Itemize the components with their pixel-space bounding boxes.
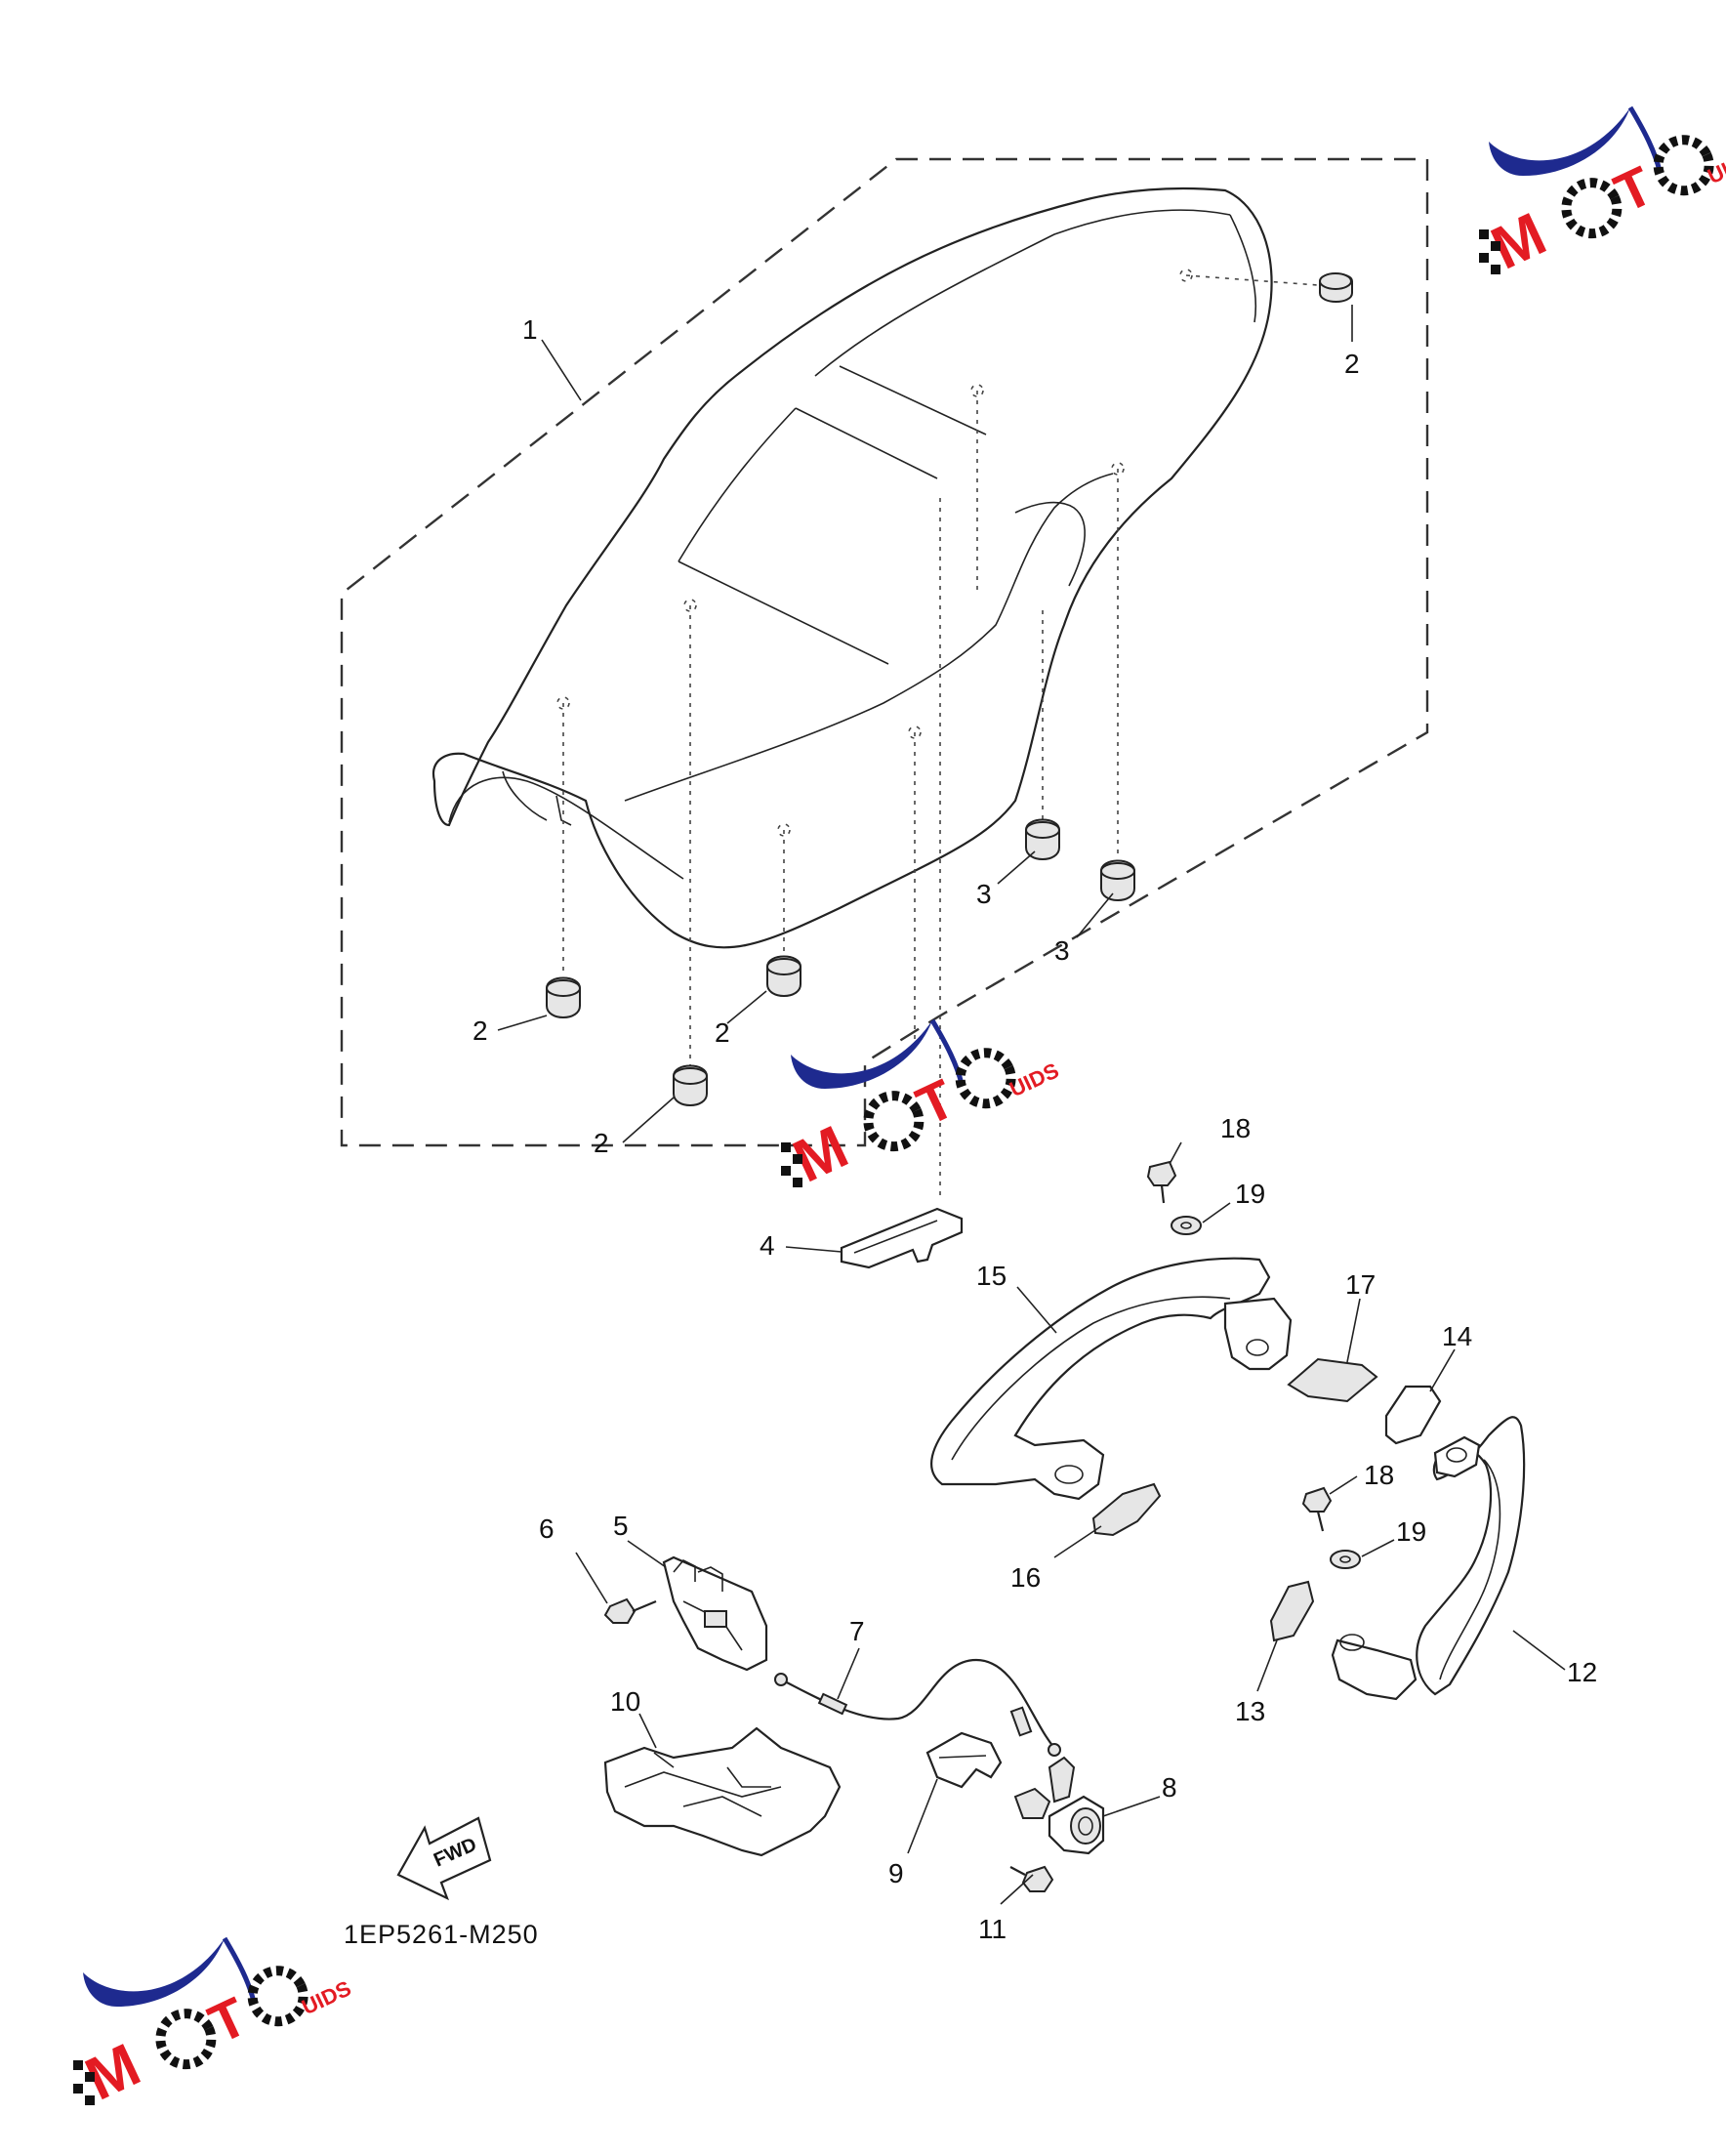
part-code: 1EP5261-M250 bbox=[344, 1920, 539, 1949]
callout-2-c: 2 bbox=[715, 1017, 730, 1048]
watermark-logo-top: M T UIDS bbox=[1479, 105, 1726, 283]
cover-14 bbox=[1384, 1385, 1442, 1445]
callout-19-upper: 19 bbox=[1235, 1179, 1265, 1209]
callout-7: 7 bbox=[849, 1616, 865, 1646]
svg-text:UIDS: UIDS bbox=[1006, 1057, 1062, 1101]
svg-text:UIDS: UIDS bbox=[298, 1975, 354, 2019]
leader-lines bbox=[497, 305, 1566, 1905]
washer-19-lower bbox=[1330, 1550, 1361, 1569]
grab-bar-right bbox=[1331, 1416, 1526, 1701]
watermark-logo-center: M T UIDS bbox=[781, 1018, 1062, 1196]
damper-2-c bbox=[766, 955, 801, 997]
seat-lock bbox=[662, 1555, 768, 1672]
callout-11: 11 bbox=[978, 1914, 1007, 1944]
seat-bracket bbox=[840, 1207, 964, 1269]
callout-3-b: 3 bbox=[1054, 935, 1070, 966]
callout-4: 4 bbox=[760, 1230, 775, 1261]
damper-2-b bbox=[673, 1064, 708, 1106]
callout-16: 16 bbox=[1010, 1562, 1041, 1593]
callout-2-rear: 2 bbox=[1344, 349, 1360, 379]
callout-10: 10 bbox=[610, 1686, 640, 1717]
key-cylinder bbox=[1013, 1756, 1105, 1855]
damper-2-rear bbox=[1319, 272, 1353, 303]
callout-5: 5 bbox=[613, 1511, 629, 1541]
callout-18-upper: 18 bbox=[1220, 1113, 1251, 1143]
callout-3-a: 3 bbox=[976, 879, 992, 909]
bolt-18-lower bbox=[1301, 1486, 1333, 1532]
callout-9: 9 bbox=[888, 1858, 904, 1888]
callout-19-lower: 19 bbox=[1396, 1516, 1426, 1547]
cover-17 bbox=[1287, 1357, 1378, 1403]
callout-12: 12 bbox=[1567, 1657, 1597, 1687]
callout-14: 14 bbox=[1442, 1321, 1472, 1351]
mounting-guides bbox=[556, 269, 1319, 1201]
damper-2-a bbox=[546, 976, 581, 1018]
lock-bracket bbox=[925, 1731, 1003, 1789]
seat bbox=[432, 187, 1273, 949]
cover-13 bbox=[1269, 1580, 1315, 1642]
damper-3-a bbox=[1025, 818, 1060, 860]
callouts: 1 2 2 2 2 3 3 4 5 6 7 8 9 10 11 12 13 14… bbox=[473, 314, 1597, 1944]
bolt-18-upper bbox=[1146, 1160, 1177, 1204]
bolt-6 bbox=[603, 1597, 657, 1624]
fwd-arrow-icon: FWD bbox=[396, 1816, 492, 1901]
callout-8: 8 bbox=[1162, 1772, 1177, 1803]
storage-tray bbox=[603, 1726, 842, 1857]
callout-13: 13 bbox=[1235, 1696, 1265, 1726]
bolt-11 bbox=[1009, 1865, 1054, 1892]
assembly-boundary bbox=[340, 157, 1429, 1147]
callout-17: 17 bbox=[1345, 1269, 1376, 1300]
callout-15: 15 bbox=[976, 1261, 1007, 1291]
callout-2-a: 2 bbox=[473, 1016, 488, 1046]
seat-lock-cable bbox=[774, 1658, 1061, 1757]
grab-bar-left bbox=[930, 1257, 1293, 1501]
cover-16 bbox=[1091, 1482, 1162, 1537]
watermark-logo-bottom: M T UIDS bbox=[73, 1936, 354, 2114]
damper-3-b bbox=[1100, 859, 1135, 901]
callout-6: 6 bbox=[539, 1513, 555, 1544]
callout-18-lower: 18 bbox=[1364, 1460, 1394, 1490]
washer-19-upper bbox=[1171, 1216, 1202, 1235]
callout-1: 1 bbox=[522, 314, 538, 345]
callout-2-b: 2 bbox=[594, 1128, 609, 1158]
